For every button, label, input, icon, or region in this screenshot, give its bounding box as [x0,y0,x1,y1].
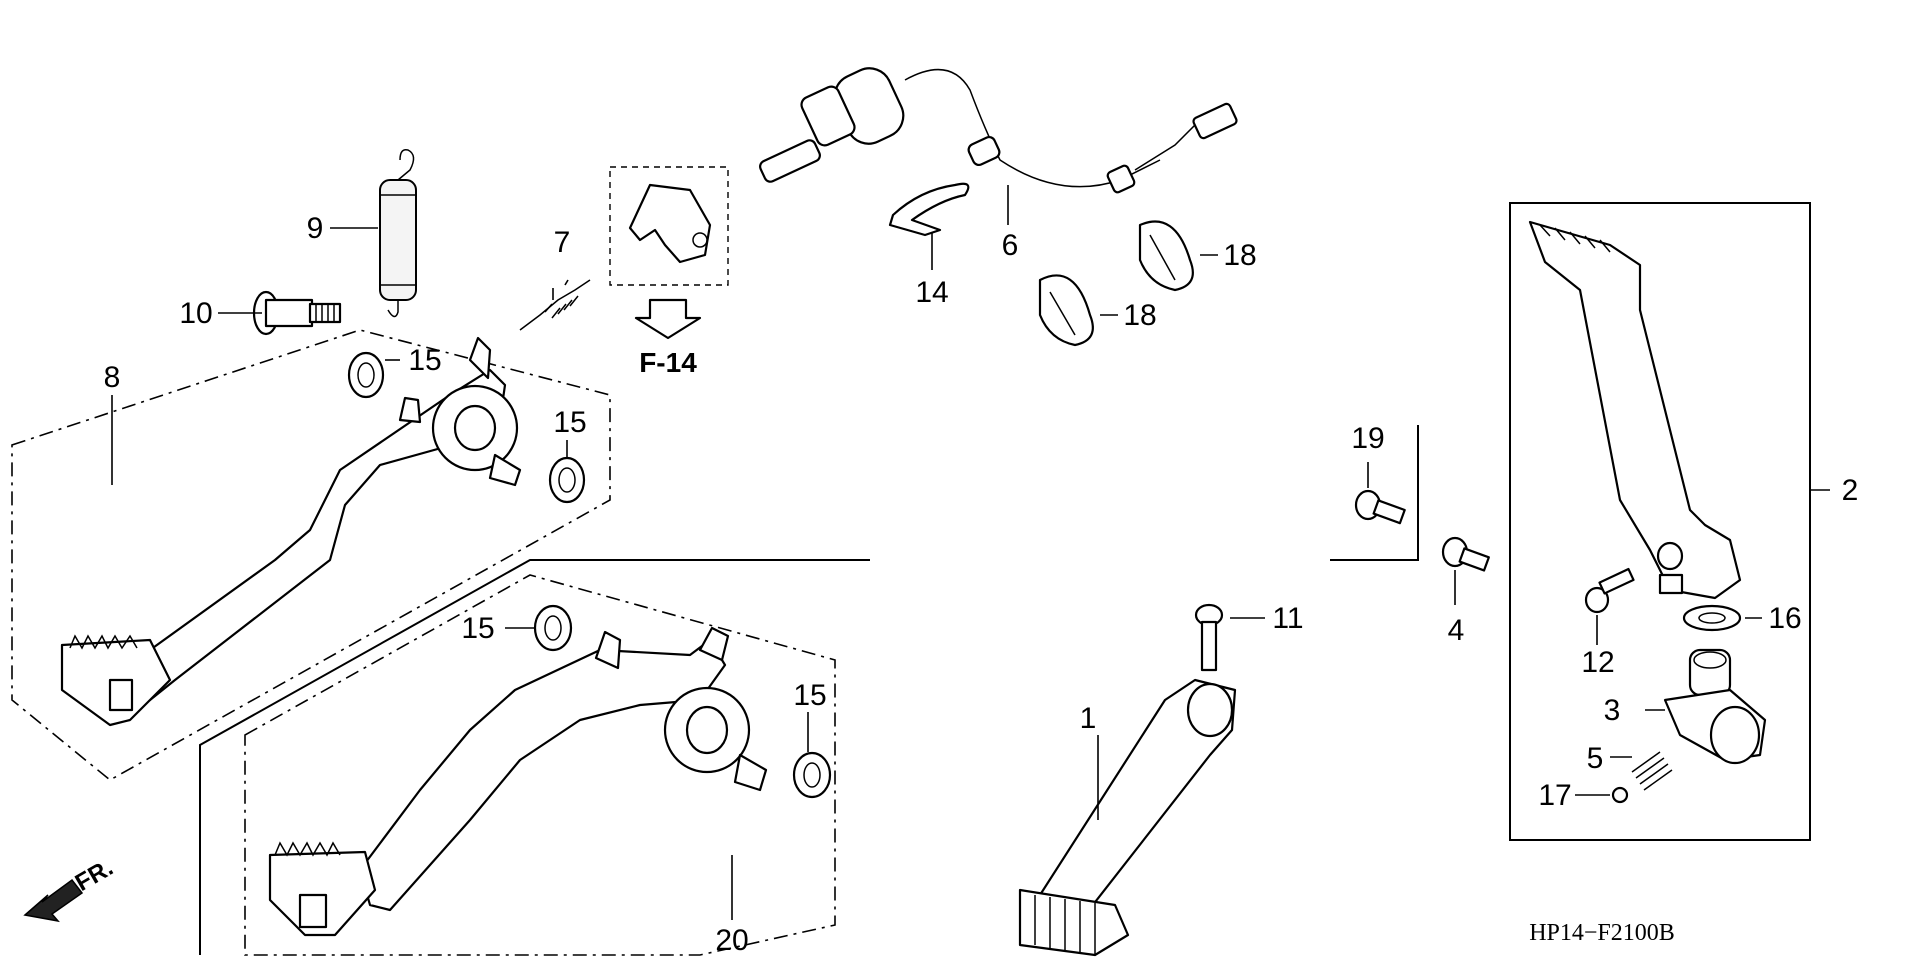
shift-pedal-bolt-icon [1194,603,1224,672]
wire-band-icon [1038,274,1094,347]
brake-pedal-assembly-20-outline [244,574,836,956]
reference-arrow-icon [634,298,702,340]
callout-20: 20 [715,924,748,957]
leader-lines [111,185,1830,920]
wire-clamp-icon [888,182,970,237]
callout-10: 10 [179,297,212,330]
brake-pedal-alternate-icon [268,626,768,937]
steel-ball-icon [1611,786,1629,804]
callout-15-c: 15 [461,612,494,645]
washer-icon [1682,604,1742,632]
switch-bracket-icon [628,183,712,264]
callout-19: 19 [1351,422,1384,455]
callout-14: 14 [915,276,948,309]
callout-7: 7 [554,226,571,259]
bolt-icon [1441,536,1490,572]
kickstarter-arm-icon [1528,220,1742,600]
callout-15-a: 15 [408,344,441,377]
callout-1: 1 [1080,702,1097,735]
boss-spring-icon [1631,751,1673,791]
switch-spring-icon [519,279,591,331]
callout-9: 9 [307,212,324,245]
dust-seal-icon [533,604,573,652]
stop-switch-reference-box [609,166,729,286]
callout-8: 8 [104,361,121,394]
brake-pedal-icon [60,336,522,727]
callout-17: 17 [1538,779,1571,812]
callout-18-a: 18 [1223,239,1256,272]
callout-6: 6 [1002,229,1019,262]
kickstarter-assembly-box [1509,202,1811,841]
callout-12: 12 [1581,646,1614,679]
pivot-bolt-icon [252,290,342,336]
callout-11: 11 [1272,602,1303,635]
callout-2: 2 [1842,474,1859,507]
flange-bolt-icon [1354,489,1406,525]
kickstarter-boss-icon [1663,648,1767,765]
brake-pedal-assembly-outline [11,329,611,781]
callout-16: 16 [1768,602,1801,635]
dust-seal-icon [548,456,586,504]
gearshift-pedal-icon [1018,678,1237,957]
brake-pedal-return-spring-icon [379,148,417,318]
brake-pedal-assembly-20-frame [199,559,870,955]
callout-5: 5 [1587,742,1604,775]
callout-4: 4 [1448,614,1465,647]
bolt-19-bracket [1330,425,1419,561]
callout-15-b: 15 [553,406,586,439]
callout-15-d: 15 [793,679,826,712]
dust-seal-icon [347,351,385,399]
callout-3: 3 [1604,694,1621,727]
brake-stop-switch-icon [759,67,1238,194]
wire-band-icon [1138,220,1194,292]
front-direction-arrow-icon [23,878,84,923]
screw-icon [1584,567,1635,614]
callout-18-b: 18 [1123,299,1156,332]
diagram-code: HP14−F2100B [1529,920,1675,946]
reference-label: F-14 [639,347,697,378]
dust-seal-icon [792,751,832,799]
